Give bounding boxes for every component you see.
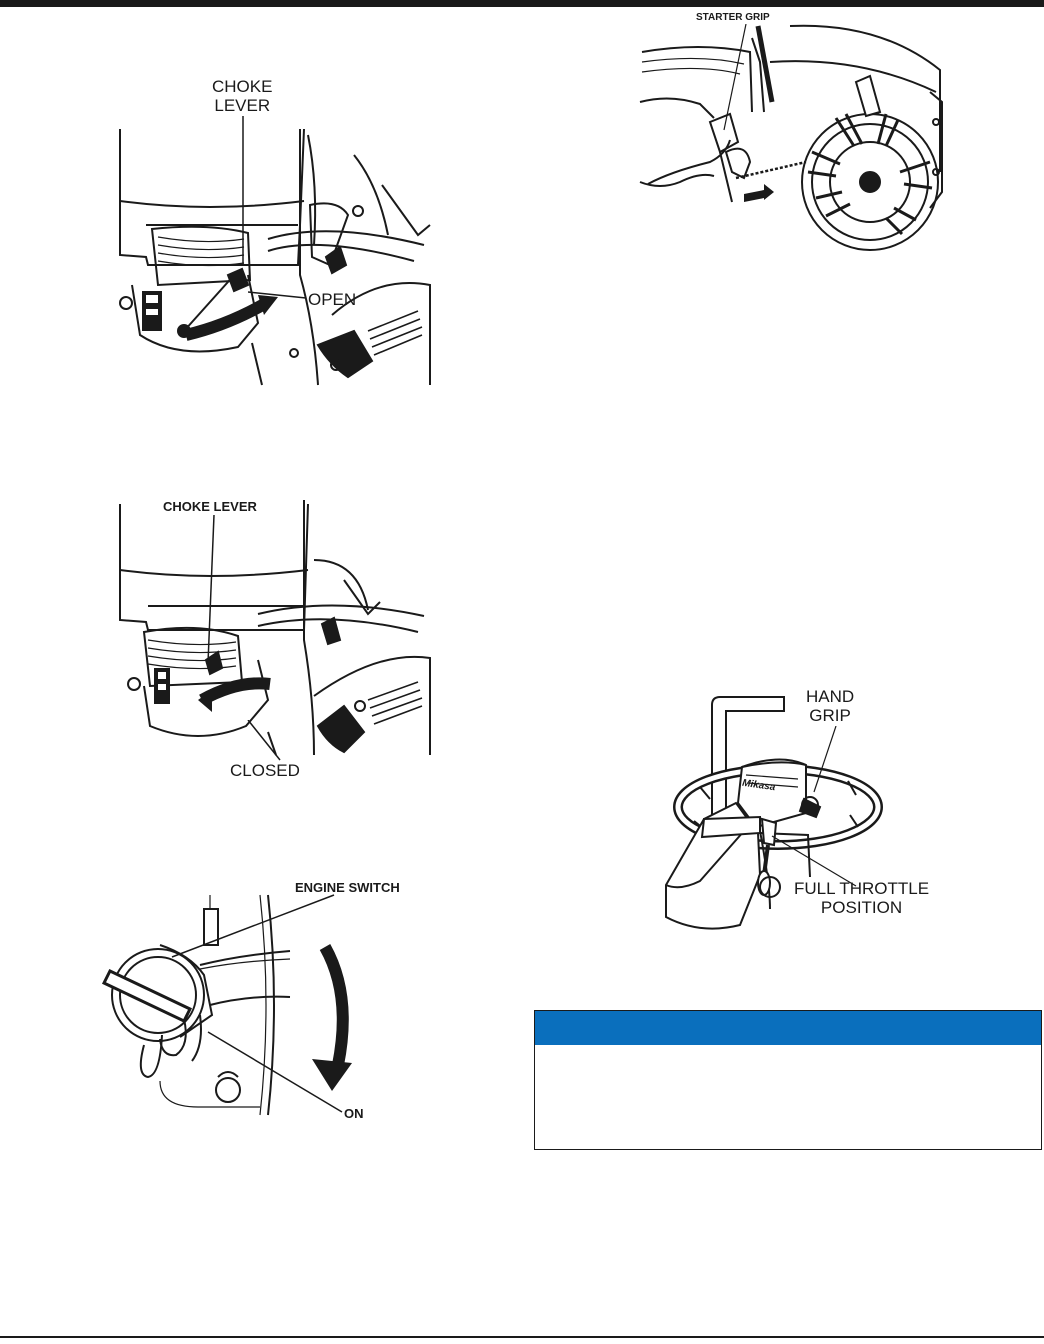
starter-grip-leader [720,24,750,134]
choke-lever-bold-leader [206,515,218,665]
choke-lever-leader [238,116,248,276]
choke-lever-label: CHOKE LEVER [212,78,272,115]
starter-grip-label: STARTER GRIP [696,12,770,23]
on-leader [206,1030,346,1116]
closed-leader [246,720,286,764]
full-throttle-leader [770,834,860,890]
full-throttle-label-line2: POSITION [794,899,929,918]
hand-grip-label-line1: HAND [806,688,854,707]
hand-grip-leader [810,726,840,796]
top-rule [0,0,1044,7]
open-position-label: OPEN [308,291,356,310]
choke-open-illustration [118,125,434,385]
choke-lever-bold-label: CHOKE LEVER [163,500,257,514]
hand-grip-label: HAND GRIP [806,688,854,725]
open-leader [248,282,308,302]
engine-switch-leader [168,893,338,961]
hand-grip-label-line2: GRIP [806,707,854,726]
choke-closed-illustration [118,500,434,755]
choke-lever-label-line1: CHOKE [212,78,272,97]
bottom-rule [0,1336,1044,1338]
notice-box-header [535,1011,1041,1045]
on-position-label: ON [344,1107,364,1121]
choke-lever-label-line2: LEVER [212,97,272,116]
starter-grip-illustration [640,22,942,252]
closed-position-label: CLOSED [230,762,300,781]
notice-box [534,1010,1042,1150]
